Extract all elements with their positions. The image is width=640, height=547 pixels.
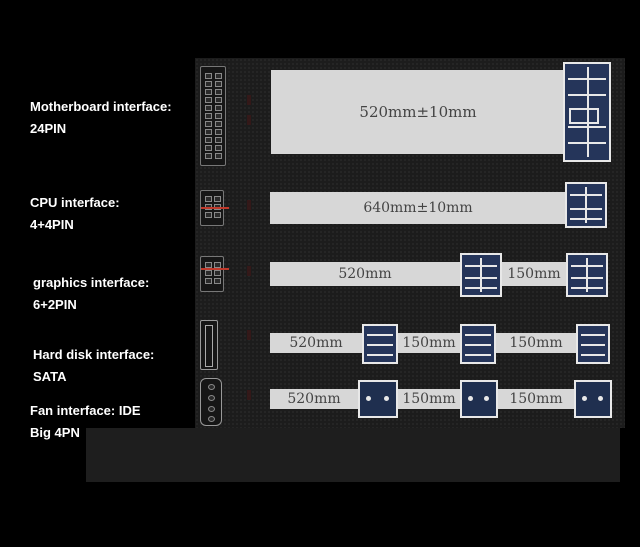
sata-connector-1-icon (362, 324, 398, 364)
sata-cable-length-2: 150mm (402, 335, 456, 351)
label-sata: Hard disk interface: SATA (33, 344, 154, 388)
label-sata-title: Hard disk interface: (33, 347, 155, 362)
graphics-cable-segment-1: 520mm (270, 262, 460, 286)
label-motherboard-title: Motherboard interface: (30, 99, 172, 114)
motherboard-24pin-plug-icon (200, 66, 226, 166)
ide-cable-segment-3: 150mm (498, 389, 574, 409)
ide-cable-segment-1: 520mm (270, 389, 358, 409)
ide-cable-length-3: 150mm (509, 391, 563, 407)
graphics-6plus2-plug-icon (200, 256, 229, 292)
wire-icon (247, 390, 251, 400)
sata-cable-length-1: 520mm (289, 335, 343, 351)
label-cpu-title: CPU interface: (30, 195, 120, 210)
wire-icon (247, 330, 251, 340)
cpu-cable: 640mm±10mm (270, 192, 566, 224)
motherboard-connector-icon (563, 62, 611, 162)
graphics-cable-length-2: 150mm (507, 266, 561, 282)
sata-cable-segment-1: 520mm (270, 333, 362, 353)
cpu-connector-icon (565, 182, 607, 228)
graphics-cable-length-1: 520mm (338, 266, 392, 282)
label-cpu: CPU interface: 4+4PIN (30, 192, 120, 236)
label-cpu-pins: 4+4PIN (30, 217, 74, 232)
label-ide-title: Fan interface: IDE (30, 403, 141, 418)
label-ide: Fan interface: IDE Big 4PN (30, 400, 141, 444)
label-motherboard-pins: 24PIN (30, 121, 67, 136)
ide-connector-3-icon (574, 380, 612, 418)
label-sata-type: SATA (33, 369, 67, 384)
label-graphics: graphics interface: 6+2PIN (33, 272, 149, 316)
bottom-shadow (86, 428, 620, 482)
sata-connector-3-icon (576, 324, 610, 364)
label-motherboard: Motherboard interface: 24PIN (30, 96, 172, 140)
sata-cable-segment-2: 150mm (398, 333, 460, 353)
sata-connector-2-icon (460, 324, 496, 364)
ide-plug-icon (200, 378, 222, 426)
cpu-4plus4-plug-icon (200, 190, 229, 226)
wire-icon (247, 266, 251, 276)
ide-cable-length-2: 150mm (402, 391, 456, 407)
graphics-cable-segment-2: 150mm (502, 262, 566, 286)
sata-plug-icon (200, 320, 218, 370)
label-ide-type: Big 4PN (30, 425, 80, 440)
ide-cable-length-1: 520mm (287, 391, 341, 407)
wire-icon (247, 115, 251, 125)
sata-cable-segment-3: 150mm (496, 333, 576, 353)
label-graphics-pins: 6+2PIN (33, 297, 77, 312)
cpu-cable-length: 640mm±10mm (363, 200, 473, 216)
label-graphics-title: graphics interface: (33, 275, 150, 290)
motherboard-cable-length: 520mm±10mm (359, 103, 477, 121)
wire-icon (247, 200, 251, 210)
sata-cable-length-3: 150mm (509, 335, 563, 351)
wire-icon (247, 95, 251, 105)
ide-connector-1-icon (358, 380, 398, 418)
graphics-connector-2-icon (566, 253, 608, 297)
ide-cable-segment-2: 150mm (398, 389, 460, 409)
ide-connector-2-icon (460, 380, 498, 418)
motherboard-cable: 520mm±10mm (271, 70, 565, 154)
graphics-connector-1-icon (460, 253, 502, 297)
